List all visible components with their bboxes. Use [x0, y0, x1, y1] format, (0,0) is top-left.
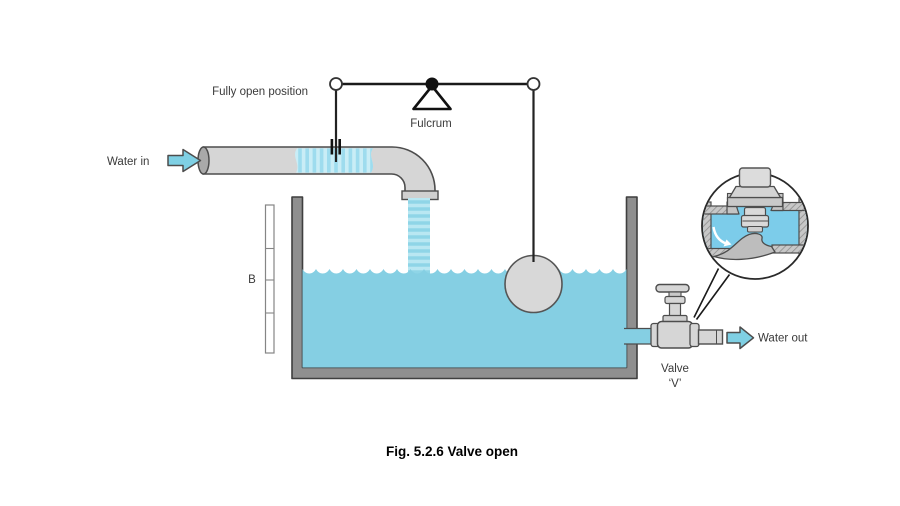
label-fully-open-position: Fully open position: [212, 86, 308, 98]
valve-body: [656, 320, 694, 349]
label-level-gauge: B: [248, 274, 256, 286]
tank-water: [302, 269, 627, 368]
tank-wall: [291, 196, 638, 380]
cutaway-seat-partition: [713, 232, 776, 261]
valve-stem: [668, 302, 682, 318]
water-stream: [408, 198, 430, 276]
label-fulcrum: Fulcrum: [410, 118, 452, 130]
water-in-arrow: [167, 148, 202, 173]
flow-direction-arrow: [712, 226, 732, 247]
tank: [291, 196, 638, 380]
pipe-water-striped-section: [295, 148, 373, 173]
outlet-channel-water: [620, 328, 654, 344]
float-ball: [504, 254, 563, 314]
valve-flange-right: [689, 322, 700, 348]
valve-stem-collar: [664, 295, 686, 305]
outlet-valve-assembly: [620, 283, 724, 349]
outlet-pipe: [697, 329, 724, 345]
fulcrum-pivot: [425, 77, 439, 91]
inlet-plug-right: [338, 139, 341, 155]
lever-pin-right: [526, 77, 541, 91]
inlet-plug-left: [330, 139, 334, 155]
fulcrum-triangle: [412, 84, 452, 111]
valve-cutaway-magnifier: [693, 167, 809, 320]
magnifier-pointer: [693, 268, 731, 320]
label-water-in: Water in: [107, 156, 149, 168]
water-out-arrow: [726, 326, 755, 350]
valve-handwheel: [655, 283, 690, 293]
label-valve-line2: ‘V’: [669, 378, 682, 390]
label-valve-line1: Valve: [661, 363, 689, 375]
lever-linkage: [329, 77, 541, 262]
figure-caption: Fig. 5.2.6 Valve open: [386, 444, 518, 459]
inlet-pipe: [197, 146, 439, 201]
level-gauge: [264, 204, 275, 354]
cutaway-bonnet: [726, 167, 784, 208]
label-water-out: Water out: [758, 333, 808, 345]
lever-pin-left: [329, 77, 343, 91]
